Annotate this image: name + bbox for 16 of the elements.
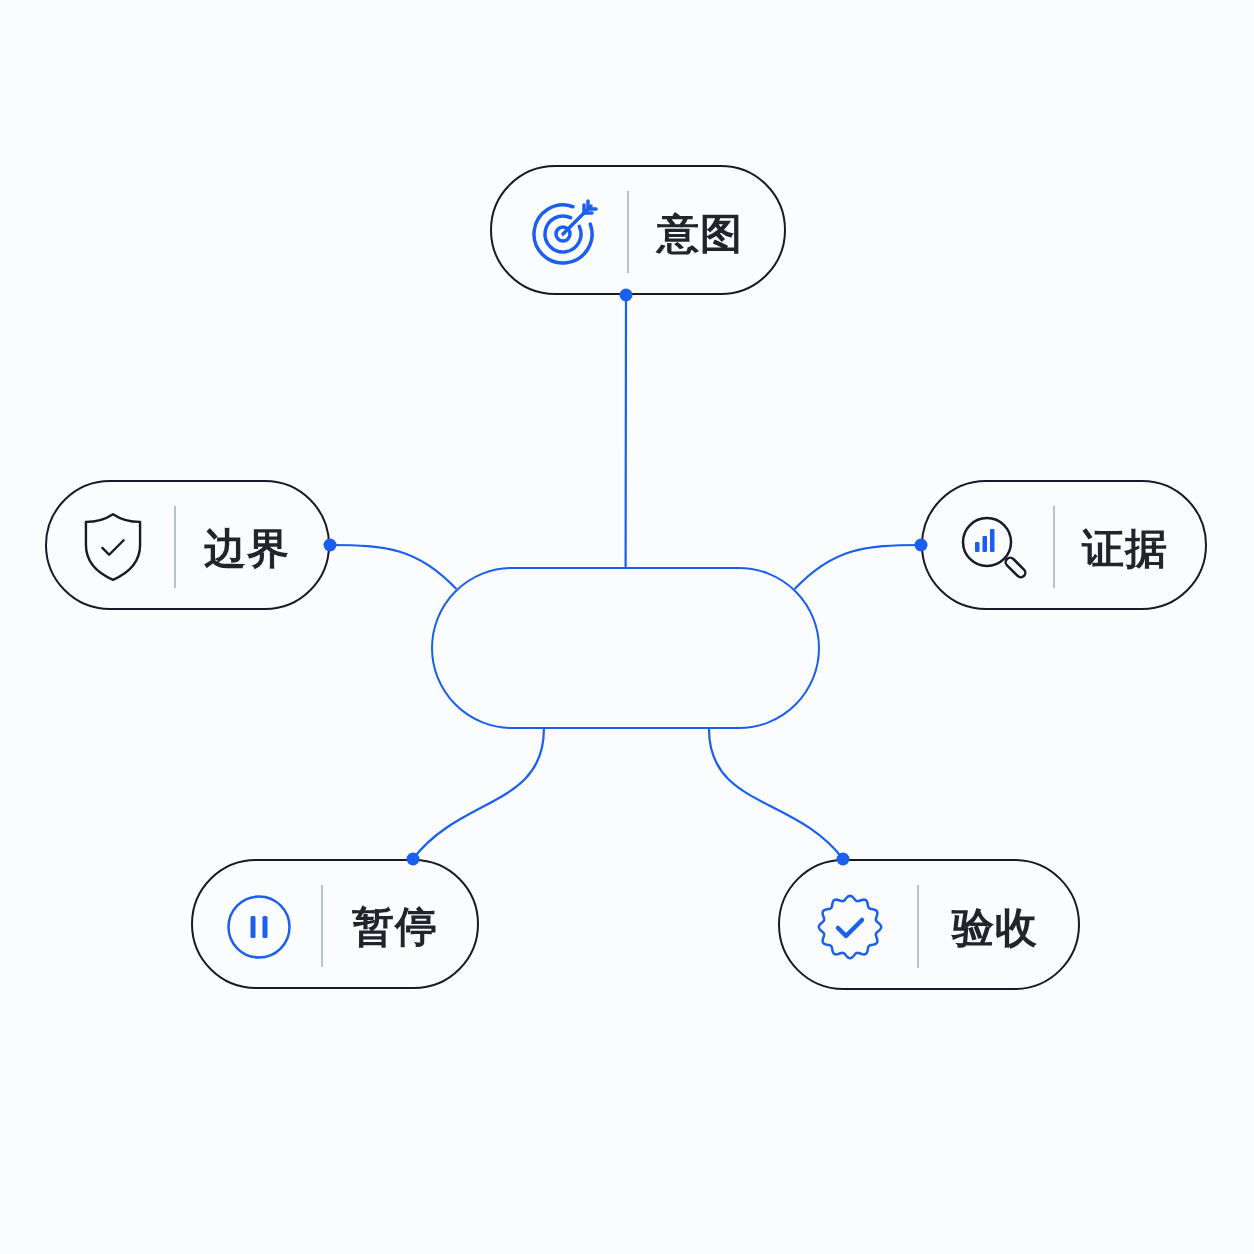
connector	[793, 538, 928, 590]
pill-box	[778, 859, 1080, 990]
pill-box	[45, 480, 330, 610]
pill-box	[431, 567, 820, 729]
connector	[707, 728, 850, 866]
connector	[619, 288, 633, 567]
node-label: 证据	[1082, 528, 1168, 570]
pill-box	[490, 165, 786, 295]
node-label: 意图	[657, 213, 743, 255]
node-label: 暂停	[352, 906, 438, 948]
pill-box	[191, 859, 479, 989]
pill-box	[921, 480, 1207, 610]
node-label: 边界	[204, 528, 290, 570]
connector	[323, 538, 458, 590]
node-label: 验收	[952, 907, 1038, 949]
connector	[406, 728, 545, 866]
